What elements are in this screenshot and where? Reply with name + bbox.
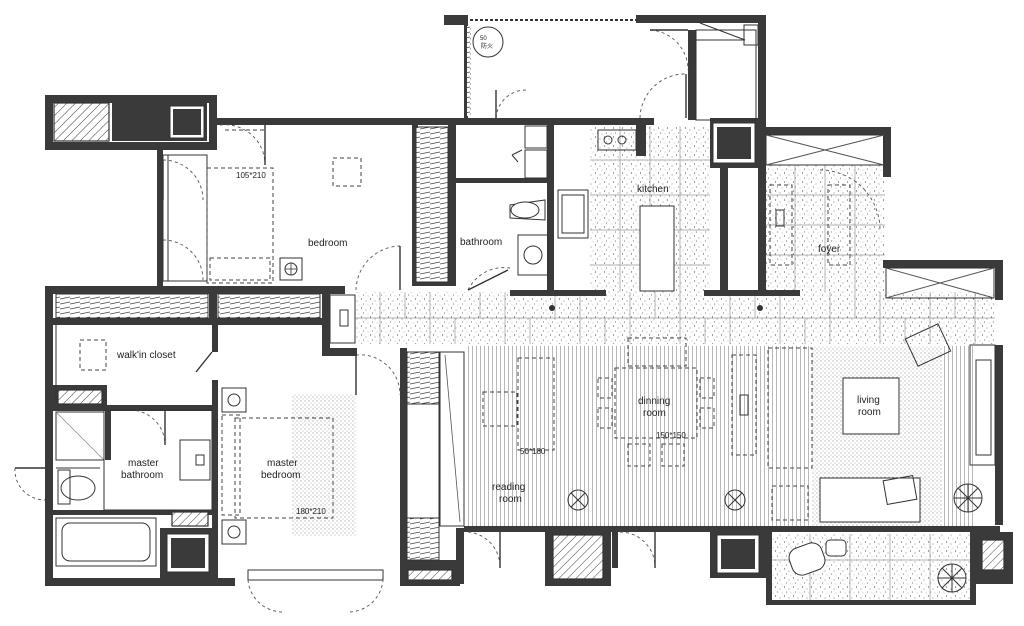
label-foyer: foyer [818,244,841,255]
labels: bedroom bathroom kitchen foyer walk'in c… [116,36,881,516]
label-master-bathroom-1: master [128,458,159,469]
columns [53,102,1005,581]
label-dining-room-2: room [643,408,666,419]
dim-bedroom-bed: 105*210 [236,171,266,180]
dim-dining-table: 150*150 [656,431,686,440]
label-bathroom: bathroom [460,237,502,248]
label-dining-room-1: dinning [638,396,670,407]
label-master-bathroom-2: bathroom [121,470,163,481]
dim-master-bed: 180*210 [296,507,326,516]
furniture [55,26,983,593]
sign-text-2: 防火 [481,42,493,50]
label-living-room-2: room [858,407,881,418]
wardrobes [55,19,636,561]
label-reading-room-1: reading [492,482,525,493]
label-master-bedroom-1: master [267,458,298,469]
dim-desk: 50*180 [520,447,546,456]
label-master-bedroom-2: bedroom [261,470,300,481]
plant-icon [937,483,983,593]
label-reading-room-2: room [499,494,522,505]
label-walkin-closet: walk'in closet [116,350,176,361]
label-bedroom: bedroom [308,238,347,249]
sign-text-1: 50 [480,36,487,42]
flooring [292,126,995,604]
fire-sign-icon [472,26,504,58]
label-kitchen: kitchen [637,184,669,195]
label-living-room-1: living [857,395,880,406]
doors [14,29,881,613]
